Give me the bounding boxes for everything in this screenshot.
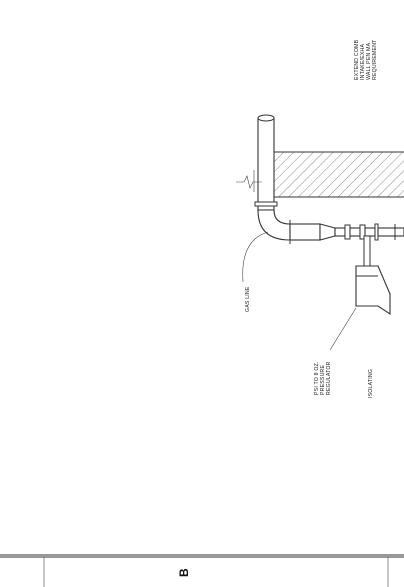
regulator-label: PSI TO 8 OZ. PRESSURE REGULATOR: [314, 361, 332, 395]
pressure-regulator: [355, 235, 391, 316]
wall-section: [272, 151, 404, 198]
regulator-text-1: PSI TO 8 OZ.: [314, 361, 320, 395]
vent-note-line-3: WALL PEN MA: [366, 42, 372, 80]
leader-lines: [242, 231, 357, 351]
vent-note-line-2: INTAKE/EXHA: [360, 44, 366, 80]
vent-note-line-1: EXTEND COMB: [354, 39, 360, 80]
isolating-text: ISOLATING: [368, 369, 374, 398]
vent-note-line-4: REQUIREMENT: [372, 39, 378, 80]
vent-note: EXTEND COMB INTAKE/EXHA WALL PEN MA REQU…: [354, 39, 378, 80]
title-block: B: [0, 554, 404, 587]
regulator-text-2: PRESSURE: [320, 365, 326, 395]
isolating-label: ISOLATING: [368, 369, 374, 398]
sheet-mark-text: B: [177, 568, 191, 577]
gas-line-text: GAS LINE: [245, 286, 251, 312]
gas-line-label: GAS LINE: [245, 286, 251, 312]
regulator-text-3: REGULATOR: [326, 361, 332, 395]
sheet-mark: B: [177, 568, 191, 577]
